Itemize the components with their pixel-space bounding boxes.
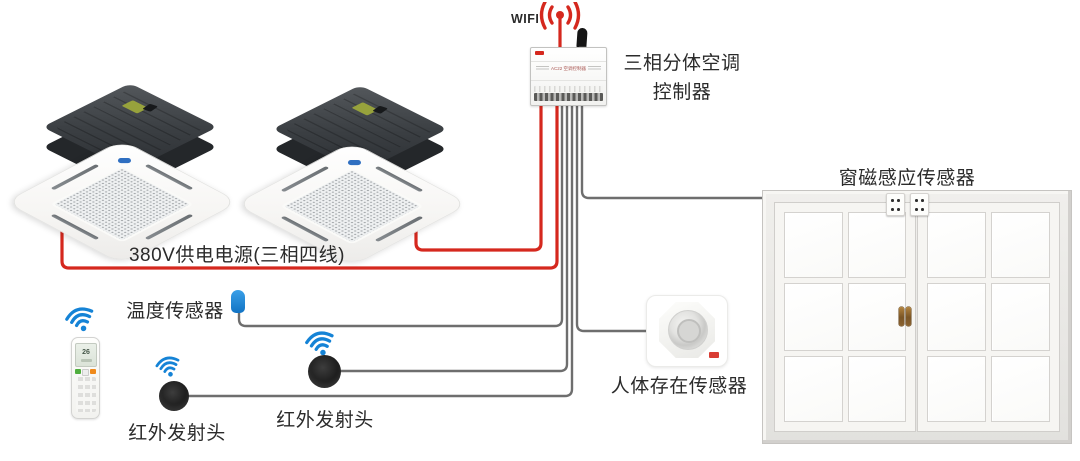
signal-wire-ir-mid (326, 100, 569, 373)
window-pane (927, 212, 986, 278)
remote-mode-button (82, 369, 89, 376)
window-pane (784, 282, 843, 352)
window (762, 190, 1072, 444)
controller-brand-logo (535, 51, 544, 55)
remote-heat-button (90, 369, 96, 374)
signal-wire-window (580, 100, 767, 200)
window-pane (991, 356, 1050, 422)
ac2-brand-logo (347, 160, 361, 166)
remote-control: 26 (71, 337, 100, 419)
ac2-top-fitting (372, 105, 388, 114)
controller-seam (531, 61, 606, 62)
wifi-antenna-icon (526, 0, 594, 55)
controller-faceplate-text: AC22 空调控制器 (551, 66, 587, 71)
power-wire-ac2 (414, 100, 543, 252)
window-pane (784, 356, 843, 422)
window-pane (847, 282, 906, 352)
remote-temperature-value: 26 (82, 348, 90, 356)
signal-wire-presence (575, 100, 652, 333)
ir-emitter-mid (308, 355, 341, 388)
presence-sensor-label: 人体存在传感器 (610, 376, 748, 397)
signal-wire-ir-left (176, 100, 574, 398)
presence-sensor-lens-ring (677, 319, 701, 343)
ir-emitter-left-label: 红外发射头 (128, 423, 226, 444)
controller-title-line2: 控制器 (652, 82, 712, 103)
magnetic-sensor-block-right (910, 193, 929, 216)
controller-seam (531, 80, 606, 81)
ac-controller-device: AC22 空调控制器 (530, 47, 607, 106)
window-handle-right (906, 307, 911, 326)
ir-emitter-mid-label: 红外发射头 (276, 410, 374, 431)
window-sensor-label: 窗磁感应传感器 (838, 168, 976, 189)
controller-faceplate: AC22 空调控制器 (536, 65, 601, 72)
controller-terminal-labels (534, 86, 603, 92)
wifi-label: WIFI (511, 12, 540, 26)
controller-title-line1: 三相分体空调 (623, 53, 741, 74)
wifi-signal-icon-ir-left (150, 349, 186, 382)
controller-title: 三相分体空调 控制器 (612, 49, 752, 107)
ac1-brand-logo (117, 158, 131, 164)
presence-sensor (646, 295, 728, 367)
presence-sensor-brand-mark (709, 352, 719, 358)
magnetic-sensor-block-left (886, 193, 905, 216)
window-pane (991, 282, 1050, 352)
window-sash-left (774, 202, 916, 432)
window-pane (784, 212, 843, 278)
remote-buttons (75, 369, 96, 376)
wifi-signal-icon-ir-mid (299, 322, 342, 361)
window-pane (927, 356, 986, 422)
window-handle-left (899, 307, 904, 326)
window-pane (847, 356, 906, 422)
remote-lcd: 26 (75, 343, 97, 367)
window-pane (991, 212, 1050, 278)
remote-keypad (75, 377, 96, 412)
temperature-sensor-label: 温度传感器 (126, 301, 224, 322)
power-supply-label: 380V供电电源(三相四线) (128, 245, 346, 266)
remote-power-button (75, 369, 81, 374)
temperature-sensor (231, 290, 245, 313)
ir-emitter-left (159, 381, 189, 411)
power-wire-ac1 (60, 100, 559, 270)
controller-terminal-strip (534, 93, 603, 101)
window-sash-right (917, 202, 1060, 432)
wifi-signal-icon-remote (58, 297, 102, 338)
window-pane (927, 282, 986, 352)
window-pane (847, 212, 906, 278)
ac-cassette-unit-1 (0, 60, 250, 265)
ac1-top-fitting (142, 103, 158, 112)
signal-wire-temperature (237, 100, 564, 328)
ac-cassette-unit-2 (230, 62, 480, 267)
